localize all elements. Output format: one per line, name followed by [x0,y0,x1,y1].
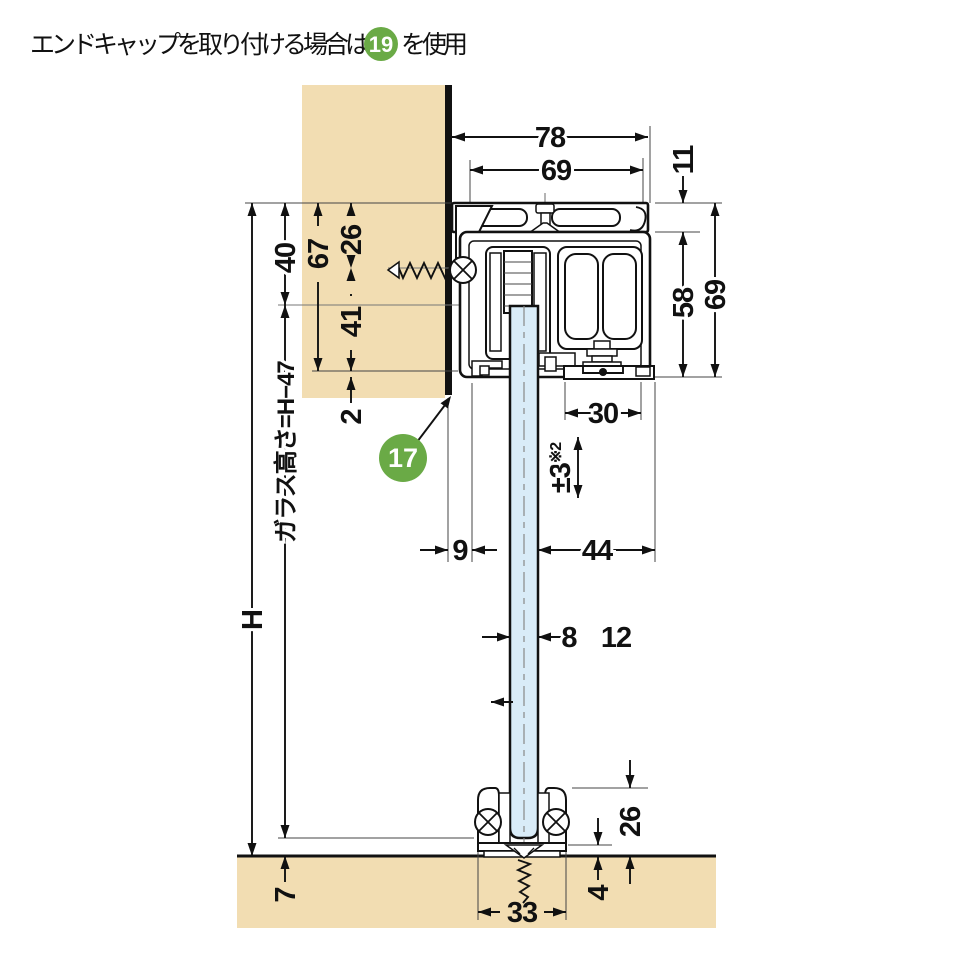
dim-adjust-value: ±3 [545,462,577,493]
dim-11-label: 11 [668,145,700,175]
top-screw [526,203,564,234]
dim-26-wall-label: 26 [336,224,368,255]
bracket-screw-left [474,808,502,836]
part-badge-19-label: 19 [369,32,393,57]
dim-33-label: 33 [507,897,538,929]
dim-69-top-label: 69 [541,155,572,187]
dim-69-right-label: 69 [700,279,732,310]
part-badge-17-label: 17 [388,443,418,473]
dimension-labels: 78 69 11 58 69 H ガラス高さ=H−47 40 7 67 26 4… [234,119,735,929]
title: エンドキャップを取り付ける場合は 19 を使用 [30,27,470,61]
adjust-bolt [593,340,611,350]
dim-4-label: 4 [583,885,615,901]
dim-78-label: 78 [535,122,566,154]
bottom-lips [471,352,655,380]
dim-67-label: 67 [303,239,335,269]
upper-wall [302,85,445,398]
dim-2-label: 2 [336,409,368,424]
plate-end-curl [629,206,647,232]
dim-adjust-note: ※2 [548,442,565,463]
dim-glass-height-label: ガラス高さ=H−47 [272,361,300,543]
dim-H-label: H [237,610,269,630]
floor-guide-bracket [474,787,570,904]
dim-40-label: 40 [270,243,302,273]
dim-41-label: 41 [336,306,368,337]
title-suffix: を使用 [401,31,466,59]
dim-9-label: 9 [452,535,468,567]
callout-17: 17 [379,396,451,482]
wall-mounting-face [445,85,452,395]
dim-58-label: 58 [668,287,700,318]
part-badge-19 [364,27,398,61]
part-badge-17 [379,434,427,482]
mounting-slot-right [551,208,621,227]
floor-screw [503,844,545,904]
structure [237,85,716,928]
glass-panel-group [508,304,540,852]
callout-leader-arrow [440,396,451,409]
dim-44-label: 44 [582,535,613,567]
title-prefix: エンドキャップを取り付ける場合は [30,31,369,59]
wall-mounting-screw [386,256,477,284]
roller-unit [557,246,643,371]
dimension-lines [247,132,720,917]
dim-26-bottom-label: 26 [615,806,647,837]
bracket-screw-right [542,808,570,836]
dim-7-label: 7 [270,887,302,902]
dim-30-label: 30 [588,398,618,430]
dim-12-label: 12 [601,622,631,654]
floor [237,856,716,928]
dim-8-label: 8 [561,622,577,654]
cover-screw [599,368,607,376]
dim-adjust-label: ±3※2 [545,442,577,493]
